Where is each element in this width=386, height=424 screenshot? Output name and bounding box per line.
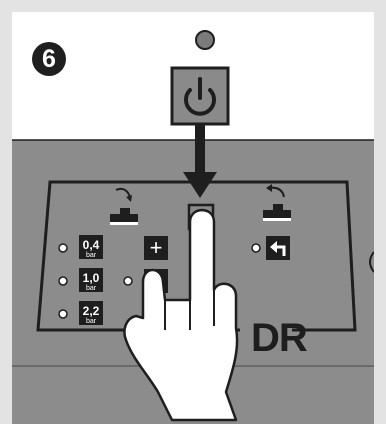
pressure-led-2: [59, 277, 67, 285]
pressure-unit: bar: [86, 285, 97, 292]
pressure-button-2-2[interactable]: 2,2 bar: [79, 301, 103, 325]
pressure-value: 1,0: [83, 271, 100, 285]
pressure-value: 0,4: [83, 238, 100, 252]
pressure-led-3: [59, 310, 67, 318]
return-led: [252, 244, 260, 252]
brand-text: DR: [251, 316, 307, 361]
plus-button[interactable]: +: [144, 235, 168, 260]
illustration-stage: 0,4 bar 1,0 bar 2,2 bar + M: [12, 12, 374, 424]
return-button[interactable]: [266, 236, 290, 260]
device-illustration: 0,4 bar 1,0 bar 2,2 bar + M: [12, 12, 374, 424]
pressure-unit: bar: [86, 318, 97, 325]
power-button[interactable]: [172, 68, 228, 124]
mode-led: [124, 277, 132, 285]
power-indicator-led: [196, 31, 214, 49]
pressure-value: 2,2: [83, 304, 100, 318]
pressure-button-1-0[interactable]: 1,0 bar: [79, 268, 103, 292]
pressure-led-1: [59, 244, 67, 252]
step-number-badge: 6: [32, 42, 66, 76]
pressure-unit: bar: [86, 252, 97, 259]
plus-label: +: [150, 235, 163, 260]
pressure-button-0-4[interactable]: 0,4 bar: [79, 235, 103, 259]
